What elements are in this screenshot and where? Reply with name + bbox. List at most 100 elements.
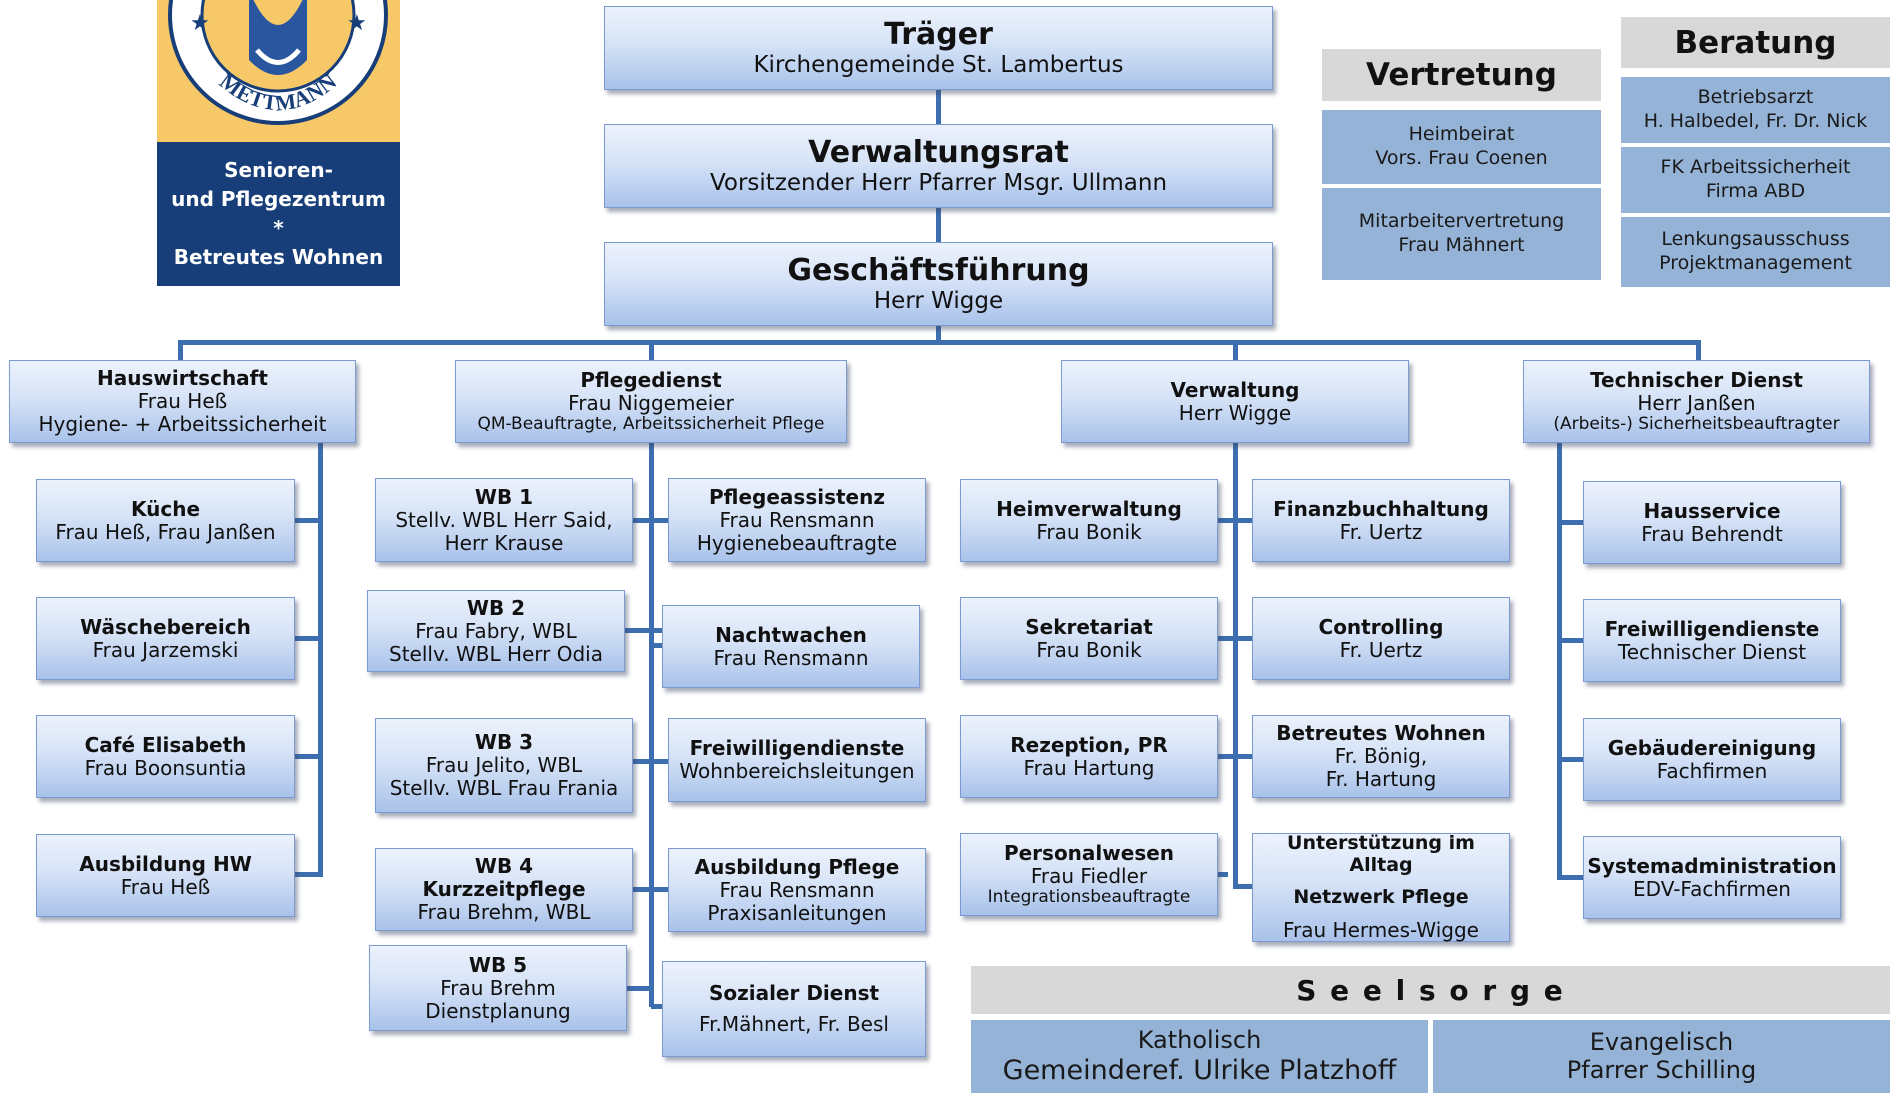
dept-pflegedienst: Pflegedienst Frau Niggemeier QM-Beauftra… [455,360,847,443]
dept-title: Hauswirtschaft [97,366,268,390]
seelsorge-katholisch: Katholisch Gemeinderef. Ulrike Platzhoff [971,1020,1428,1093]
sub-title: Kurzzeitpflege [422,877,586,901]
hw-box: Küche Frau Heß, Frau Janßen [36,479,295,562]
dept-line: Hygiene- + Arbeitssicherheit [38,412,327,436]
connector-tech-branch [1557,638,1583,643]
vertretung-item: Heimbeirat Vors. Frau Coenen [1322,110,1601,184]
sub-title: Küche [130,496,201,521]
sub-line: EDV-Fachfirmen [1633,876,1791,901]
verwaltungsrat-sub: Vorsitzender Herr Pfarrer Msgr. Ullmann [709,170,1168,197]
sub-line: Integrationsbeauftragte [987,886,1191,907]
pflege-box: Freiwilligendienste Wohnbereichsleitunge… [668,718,926,802]
sub-line: Fr. Uertz [1339,519,1423,544]
sub-title: WB 1 [474,484,534,509]
connector-tech-branch [1557,875,1583,880]
sub-line: Hygienebeauftragte [696,530,898,555]
tech-box: Hausservice Frau Behrendt [1583,481,1841,564]
connector-tech-spine [1557,443,1562,880]
seelsorge-header: S e e l s o r g e [971,966,1890,1014]
sub-title: Wäschebereich [80,614,251,639]
sub-line: Frau Fiedler [1030,863,1148,888]
sub-line: Frau Jarzemski [92,637,239,662]
sub-line: Fr. Uertz [1339,637,1423,662]
beratung-item: Betriebsarzt H. Halbedel, Fr. Dr. Nick [1621,77,1890,143]
sub-title: Ausbildung HW [79,851,252,876]
vertretung-item-line: Heimbeirat [1408,123,1515,146]
sub-line: Wohnbereichsleitungen [679,759,915,783]
geschaeftsfuehrung-title: Geschäftsführung [787,252,1090,288]
geschaeftsfuehrung-box: Geschäftsführung Herr Wigge [604,242,1273,326]
connector-verw-drop [1233,340,1238,368]
sub-title: WB 3 [474,730,534,754]
connector-hw-branch [294,754,320,759]
sub-title: Finanzbuchhaltung [1273,496,1489,521]
vertretung-item-line: Vors. Frau Coenen [1375,147,1548,169]
beratung-item-line: FK Arbeitssicherheit [1660,156,1851,179]
beratung-header: Beratung [1621,17,1890,68]
wb-box: WB 5 Frau Brehm Dienstplanung [369,945,627,1031]
connector-tech-branch [1557,520,1583,525]
logo-caption: Senioren- und Pflegezentrum * Betreutes … [157,142,400,286]
connector-verw-branch [1216,518,1254,523]
traeger-box: Träger Kirchengemeinde St. Lambertus [604,6,1273,90]
sub-title: Sekretariat [1025,614,1153,639]
wb-box: WB 4 Kurzzeitpflege Frau Brehm, WBL [375,848,633,931]
sub-line: Frau Rensmann [713,645,869,670]
connector-pflege-branch [626,986,652,991]
sub-title: Ausbildung Pflege [694,854,900,879]
tech-box: Freiwilligendienste Technischer Dienst [1583,599,1841,682]
connector-verw-branch [1216,754,1254,759]
sub-line: Frau Bonik [1036,519,1142,544]
pflege-box: Sozialer Dienst Fr.Mähnert, Fr. Besl [662,961,926,1057]
verwaltungsrat-title: Verwaltungsrat [808,134,1069,170]
connector-top-spine [936,90,941,342]
sub-line: Frau Rensmann [719,507,875,532]
sub-line: Frau Brehm [440,975,556,1000]
sub-line: Frau Hartung [1023,755,1155,780]
sub-title: Heimverwaltung [996,496,1182,521]
verw-box: Controlling Fr. Uertz [1252,597,1510,680]
connector-pflege-branch [625,628,662,633]
connector-hw-branch [294,636,320,641]
vertretung-item-line: Mitarbeitervertretung [1358,210,1565,233]
sub-title: Café Elisabeth [84,732,247,757]
beratung-item-line: Firma ABD [1705,180,1806,202]
logo-line2: und Pflegezentrum [171,187,386,211]
wb-box: WB 2 Frau Fabry, WBL Stellv. WBL Herr Od… [367,590,625,672]
connector-tech-drop [1696,340,1701,360]
connector-pflege-branch [632,759,670,764]
sub-title: Systemadministration [1587,853,1837,878]
sub-title: Freiwilligendienste [1604,616,1820,641]
seelsorge-line: Evangelisch [1589,1027,1734,1056]
connector-hw-branch [294,872,320,877]
tech-box: Systemadministration EDV-Fachfirmen [1583,836,1841,919]
dept-hauswirtschaft: Hauswirtschaft Frau Heß Hygiene- + Arbei… [9,360,356,443]
sub-line: Technischer Dienst [1617,639,1807,664]
verwaltungsrat-box: Verwaltungsrat Vorsitzender Herr Pfarrer… [604,124,1273,208]
connector-verw-branch [1233,884,1253,889]
dept-line: QM-Beauftragte, Arbeitssicherheit Pflege [477,413,825,434]
dept-line: Herr Janßen [1637,390,1756,415]
sub-line: Fr. Bönig, [1334,744,1428,768]
sub-title: Gebäudereinigung [1607,735,1817,760]
sub-line: Frau Brehm, WBL [417,900,591,924]
sub-line: Stellv. WBL Frau Frania [389,776,619,800]
dept-line: Herr Wigge [1178,400,1292,425]
sub-line: Dienstplanung [425,998,571,1023]
sub-line: Frau Hermes-Wigge [1283,917,1479,942]
sub-title: Rezeption, PR [1010,732,1168,757]
sub-line: Frau Fabry, WBL [415,618,577,643]
seelsorge-line: Gemeinderef. Ulrike Platzhoff [1002,1054,1397,1086]
dept-title: Technischer Dienst [1590,367,1803,392]
sub-title: WB 2 [466,595,526,620]
beratung-item-line: Projektmanagement [1659,252,1852,274]
sub-line: Stellv. WBL Herr Said, [395,507,613,532]
connector-hw-branch [294,518,320,523]
vertretung-item: Mitarbeitervertretung Frau Mähnert [1322,188,1601,280]
logo-emblem: ★ ★ METTMANN [157,0,400,142]
vertretung-header: Vertretung [1322,49,1601,101]
sub-line: Frau Bonik [1036,637,1142,662]
connector-hw-drop [178,340,183,360]
verw-box: Betreutes Wohnen Fr. Bönig, Fr. Hartung [1252,715,1510,798]
tech-box: Gebäudereinigung Fachfirmen [1583,718,1841,801]
